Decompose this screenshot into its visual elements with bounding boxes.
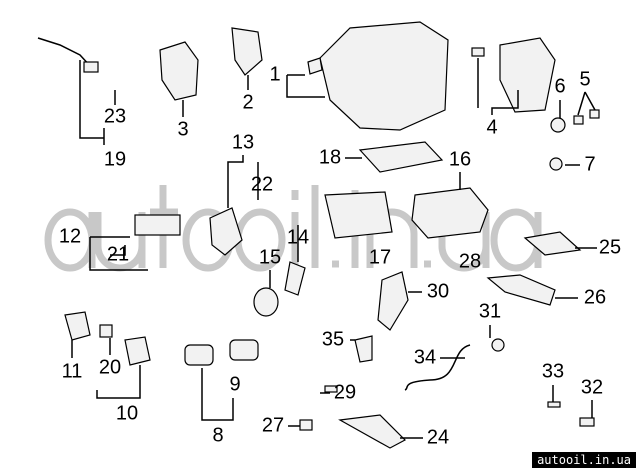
callout-16: 16 bbox=[449, 148, 471, 170]
part-27 bbox=[299, 419, 313, 431]
callout-3: 3 bbox=[177, 118, 188, 140]
parts bbox=[37, 21, 600, 449]
callout-26: 26 bbox=[584, 286, 606, 308]
part-lighter-14 bbox=[284, 261, 306, 296]
part-32 bbox=[579, 417, 595, 427]
part-8 bbox=[184, 344, 214, 366]
part-29 bbox=[324, 385, 338, 393]
part-cap-6 bbox=[550, 117, 566, 133]
part-9 bbox=[229, 339, 259, 361]
callout-4: 4 bbox=[486, 116, 497, 138]
callout-10: 10 bbox=[116, 402, 138, 424]
part-trim-24 bbox=[338, 414, 406, 449]
part-11 bbox=[64, 311, 91, 341]
callout-17: 17 bbox=[369, 246, 391, 268]
part-trim-26 bbox=[486, 274, 556, 306]
callout-35: 35 bbox=[322, 328, 344, 350]
callout-31: 31 bbox=[479, 300, 501, 322]
part-trim-25 bbox=[523, 231, 582, 256]
part-10 bbox=[124, 336, 151, 366]
watermark-badge: autooil.in.ua bbox=[532, 452, 636, 468]
callout-12: 12 bbox=[59, 225, 81, 247]
callout-22: 22 bbox=[251, 173, 273, 195]
part-33 bbox=[547, 401, 561, 408]
callout-18: 18 bbox=[319, 146, 341, 168]
part-cupholder bbox=[411, 187, 489, 239]
callout-32: 32 bbox=[581, 376, 603, 398]
part-tray-18 bbox=[358, 141, 444, 173]
callout-24: 24 bbox=[427, 426, 449, 448]
callout-30: 30 bbox=[427, 280, 449, 302]
part-connector bbox=[83, 61, 99, 73]
watermark-glyph bbox=[44, 208, 96, 272]
callout-34: 34 bbox=[414, 346, 436, 368]
watermark-glyph bbox=[438, 212, 490, 272]
part-bracket-3 bbox=[159, 41, 199, 101]
part-switch-13 bbox=[209, 207, 243, 256]
callout-13: 13 bbox=[232, 131, 254, 153]
part-console-trim bbox=[319, 21, 449, 131]
part-clip-5b bbox=[589, 109, 600, 119]
part-bracket-2 bbox=[231, 27, 263, 76]
part-shift-bezel bbox=[499, 37, 556, 113]
callout-1: 1 bbox=[269, 63, 280, 85]
part-clip-5a bbox=[573, 115, 584, 125]
part-ashtray bbox=[324, 191, 393, 239]
callout-21: 21 bbox=[107, 243, 129, 265]
part-clip-4 bbox=[471, 47, 485, 57]
callout-28: 28 bbox=[459, 250, 481, 272]
callout-19: 19 bbox=[104, 148, 126, 170]
callout-14: 14 bbox=[287, 226, 309, 248]
callout-20: 20 bbox=[99, 356, 121, 378]
callout-23: 23 bbox=[104, 105, 126, 127]
callout-6: 6 bbox=[554, 75, 565, 97]
part-socket-15 bbox=[253, 287, 279, 317]
part-switch-12 bbox=[134, 214, 181, 236]
callout-2: 2 bbox=[242, 91, 253, 113]
part-cable-34 bbox=[404, 344, 471, 391]
callout-9: 9 bbox=[229, 373, 240, 395]
callout-11: 11 bbox=[62, 360, 83, 382]
callout-25: 25 bbox=[599, 236, 621, 258]
part-washer-7 bbox=[549, 157, 563, 171]
part-shift-knob bbox=[377, 271, 409, 331]
callout-27: 27 bbox=[262, 414, 284, 436]
callout-5: 5 bbox=[579, 68, 590, 90]
part-knob-35 bbox=[354, 335, 373, 363]
part-31 bbox=[491, 338, 505, 352]
callout-8: 8 bbox=[212, 424, 223, 446]
callout-15: 15 bbox=[259, 246, 281, 268]
part-20 bbox=[99, 324, 113, 338]
callout-7: 7 bbox=[584, 153, 595, 175]
part-clip-1 bbox=[307, 57, 323, 75]
callout-33: 33 bbox=[542, 360, 564, 382]
leader-lines bbox=[71, 58, 597, 439]
callout-29: 29 bbox=[334, 381, 356, 403]
